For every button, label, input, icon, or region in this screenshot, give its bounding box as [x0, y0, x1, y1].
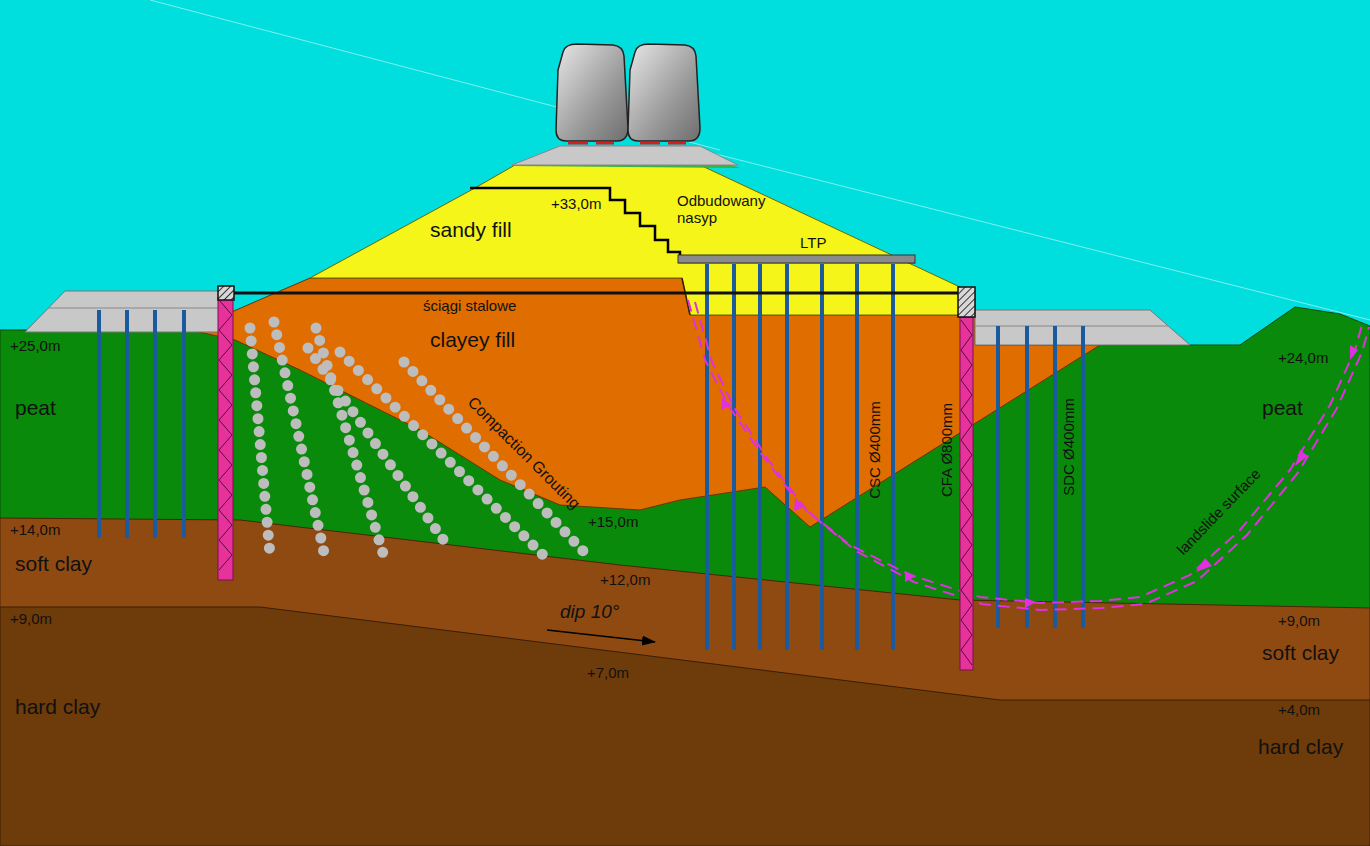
section-label: Odbudowany nasyp: [677, 193, 787, 226]
section-label: soft clay: [1262, 641, 1339, 664]
steel-tie: [225, 292, 965, 295]
train-car: [628, 44, 700, 141]
section-label: CSC Ø400mm: [867, 401, 884, 499]
road-line: [48, 308, 220, 309]
section-label: hard clay: [15, 695, 100, 718]
section-label: ściągi stalowe: [423, 298, 516, 315]
section-label: hard clay: [1258, 735, 1343, 758]
section-label: sandy fill: [430, 218, 512, 241]
section-label: landslide surface: [1174, 466, 1264, 558]
section-label: +25,0m: [10, 338, 60, 355]
section-label: +9,0m: [1278, 613, 1320, 630]
section-label: +12,0m: [600, 572, 650, 589]
pile-rebar: [961, 320, 972, 665]
soft-clay-layer: [0, 518, 1370, 846]
train-car: [556, 44, 628, 141]
bench-line: [470, 188, 915, 262]
slide-arrows: [721, 345, 1358, 608]
pile-cap: [958, 287, 975, 317]
section-label: LTP: [800, 235, 826, 252]
section-label: +15,0m: [588, 514, 638, 531]
section-label: CFA Ø800mm: [939, 403, 956, 497]
section-label: soft clay: [15, 552, 92, 575]
hard-clay-layer: [0, 607, 1370, 846]
section-label: +4,0m: [1278, 702, 1320, 719]
section-label: Compaction Grouting: [464, 393, 583, 512]
grout-rows: [250, 322, 585, 562]
section-label: SDC Ø400mm: [1061, 398, 1078, 496]
landslide-line: [695, 302, 1369, 610]
road-line: [975, 326, 1168, 327]
section-label: clayey fill: [430, 328, 515, 351]
pile-rebar: [219, 300, 232, 570]
fill-boundary: [682, 278, 690, 315]
sky-line: [150, 0, 720, 150]
landslide-line: [688, 300, 1362, 603]
section-label: dip 10°: [560, 602, 619, 623]
ballast: [512, 146, 738, 165]
bogie: [568, 142, 686, 145]
cfa-pile: [960, 317, 973, 670]
section-label: peat: [1262, 396, 1303, 419]
road-left: [25, 291, 220, 332]
pile-cap: [218, 286, 234, 300]
section-label: +9,0m: [10, 611, 52, 628]
section-label: +7,0m: [587, 665, 629, 682]
ltp-layer: [678, 255, 915, 263]
section-label: +14,0m: [10, 522, 60, 539]
section-label: peat: [15, 396, 56, 419]
section-label: +33,0m: [551, 196, 601, 213]
dip-arrow: [547, 630, 655, 642]
columns: [99, 264, 1083, 650]
section-label: +24,0m: [1278, 350, 1328, 367]
cfa-pile: [218, 298, 233, 580]
